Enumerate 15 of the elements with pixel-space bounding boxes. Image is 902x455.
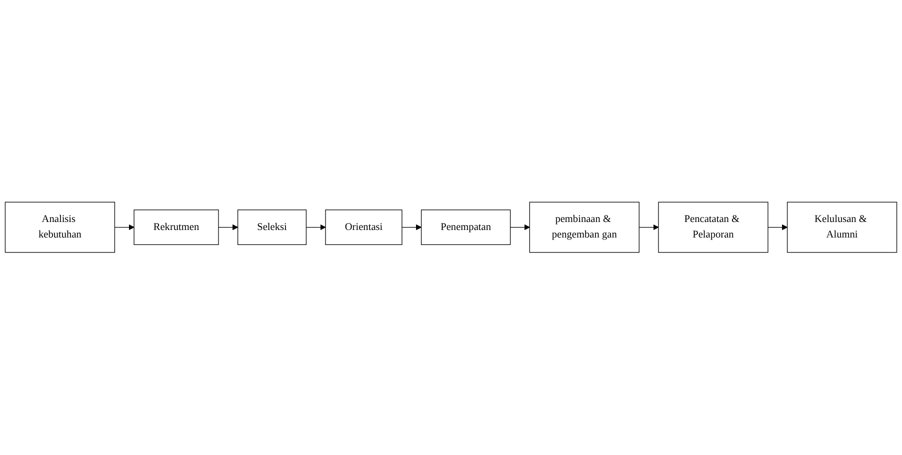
node-box: Rekrutmen — [134, 210, 219, 246]
node-box: Analisis kebutuhan — [4, 202, 116, 253]
arrow — [638, 224, 659, 230]
node-box: pembinaan & pengemban gan — [529, 202, 640, 253]
arrow — [510, 224, 530, 230]
node-box: Orientasi — [325, 210, 402, 246]
node-box: Penempatan — [420, 210, 511, 246]
node-box: Kelulusan & Alumni — [786, 202, 898, 253]
arrow — [306, 224, 326, 230]
arrow — [114, 224, 134, 230]
node-box: Pencatatan & Pelaporan — [658, 202, 768, 253]
arrow — [768, 224, 788, 230]
arrow — [402, 224, 422, 230]
node-box: Seleksi — [237, 210, 307, 246]
arrow — [218, 224, 238, 230]
